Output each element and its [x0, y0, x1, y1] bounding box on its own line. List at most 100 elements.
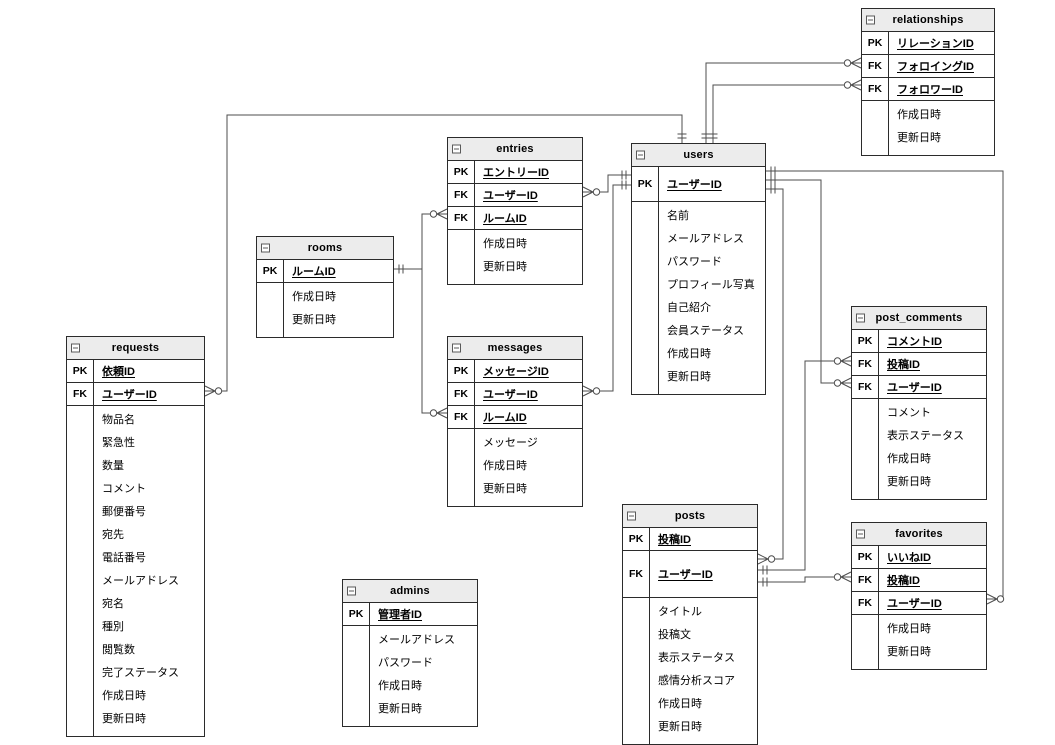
field-name: 表示ステータス — [887, 430, 964, 442]
fk-tag: FK — [862, 78, 889, 100]
field-name: パスワード — [667, 256, 722, 268]
connector-posts-to-favorites — [758, 571, 852, 587]
table-title: relationships — [892, 14, 964, 26]
table-title: messages — [487, 342, 543, 354]
collapse-icon[interactable] — [71, 343, 80, 353]
key-row: PK ルームID — [257, 260, 393, 283]
collapse-icon[interactable] — [866, 15, 875, 25]
pk-tag: PK — [448, 161, 475, 183]
pk-tag: PK — [343, 603, 370, 625]
key-row: PK エントリーID — [448, 161, 582, 184]
table-title: post_comments — [875, 312, 963, 324]
fk-tag: FK — [448, 406, 475, 428]
table-header-requests: requests — [67, 337, 204, 360]
collapse-icon[interactable] — [636, 150, 645, 160]
connector-users-to-requests — [204, 114, 687, 397]
field-name: 作成日時 — [887, 453, 931, 465]
key-column-name: ユーザーID — [102, 389, 157, 401]
table-title: requests — [111, 342, 160, 354]
key-column-name: エントリーID — [483, 167, 549, 179]
key-row: FK ユーザーID — [448, 184, 582, 207]
key-column-name: 投稿ID — [658, 534, 691, 546]
field-name: タイトル — [658, 606, 702, 618]
collapse-icon[interactable] — [452, 144, 461, 154]
fields-gutter — [852, 615, 879, 669]
field-name: 作成日時 — [378, 680, 422, 692]
pk-tag: PK — [257, 260, 284, 282]
collapse-icon[interactable] — [452, 343, 461, 353]
key-column-name: 管理者ID — [378, 609, 422, 621]
key-column-name: 依頼ID — [102, 366, 135, 378]
field-name: 閲覧数 — [102, 644, 135, 656]
field-name: 更新日時 — [378, 703, 422, 715]
fields-section: 名前メールアドレスパスワードプロフィール写真自己紹介会員ステータス作成日時更新日… — [632, 202, 765, 394]
fields-section: 作成日時更新日時 — [448, 230, 582, 284]
connector-users-to-posts — [757, 184, 784, 565]
field-name: 更新日時 — [102, 713, 146, 725]
fields-section: コメント表示ステータス作成日時更新日時 — [852, 399, 986, 499]
fields-section: タイトル投稿文表示ステータス感情分析スコア作成日時更新日時 — [623, 598, 757, 744]
table-title: admins — [390, 585, 430, 597]
key-column-name: フォロワーID — [897, 84, 963, 96]
key-column-name: ルームID — [292, 266, 336, 278]
fields-gutter — [257, 283, 284, 337]
field-name: 作成日時 — [658, 698, 702, 710]
field-name: プロフィール写真 — [667, 279, 755, 291]
fk-tag: FK — [852, 569, 879, 591]
table-title: posts — [674, 510, 706, 522]
key-column-name: いいねID — [887, 552, 931, 564]
key-row: PK コメントID — [852, 330, 986, 353]
fields-section: 物品名緊急性数量コメント郵便番号宛先電話番号メールアドレス宛名種別閲覧数完了ステ… — [67, 406, 204, 736]
pk-tag: PK — [862, 32, 889, 54]
field-name: 更新日時 — [887, 646, 931, 658]
table-title: users — [683, 149, 714, 161]
key-row: FK フォロワーID — [862, 78, 994, 101]
table-title: favorites — [895, 528, 943, 540]
field-name: 宛名 — [102, 598, 124, 610]
fields-gutter — [448, 429, 475, 506]
fk-tag: FK — [448, 184, 475, 206]
key-column-name: メッセージID — [483, 366, 549, 378]
pk-tag: PK — [852, 546, 879, 568]
fk-tag: FK — [862, 55, 889, 77]
fields-section: 作成日時更新日時 — [257, 283, 393, 337]
field-name: 更新日時 — [483, 261, 527, 273]
collapse-icon[interactable] — [347, 586, 356, 596]
pk-tag: PK — [852, 330, 879, 352]
field-name: 更新日時 — [292, 314, 336, 326]
field-name: 数量 — [102, 460, 124, 472]
field-name: 表示ステータス — [658, 652, 735, 664]
key-column-name: ルームID — [483, 213, 527, 225]
key-column-name: コメントID — [887, 336, 942, 348]
collapse-icon[interactable] — [856, 529, 865, 539]
fk-tag: FK — [448, 383, 475, 405]
collapse-icon[interactable] — [856, 313, 865, 323]
key-column-name: ユーザーID — [483, 190, 538, 202]
collapse-icon[interactable] — [627, 511, 636, 521]
key-column-name: フォロイングID — [897, 61, 974, 73]
field-name: 作成日時 — [483, 238, 527, 250]
fields-gutter — [632, 202, 659, 394]
table-title: entries — [496, 143, 534, 155]
field-name: 更新日時 — [887, 476, 931, 488]
table-header-messages: messages — [448, 337, 582, 360]
key-column-name: 投稿ID — [887, 575, 920, 587]
field-name: 郵便番号 — [102, 506, 146, 518]
collapse-icon[interactable] — [261, 243, 270, 253]
key-column-name: ルームID — [483, 412, 527, 424]
field-name: 投稿文 — [658, 629, 691, 641]
field-name: メッセージ — [483, 437, 538, 449]
field-name: 会員ステータス — [667, 325, 744, 337]
